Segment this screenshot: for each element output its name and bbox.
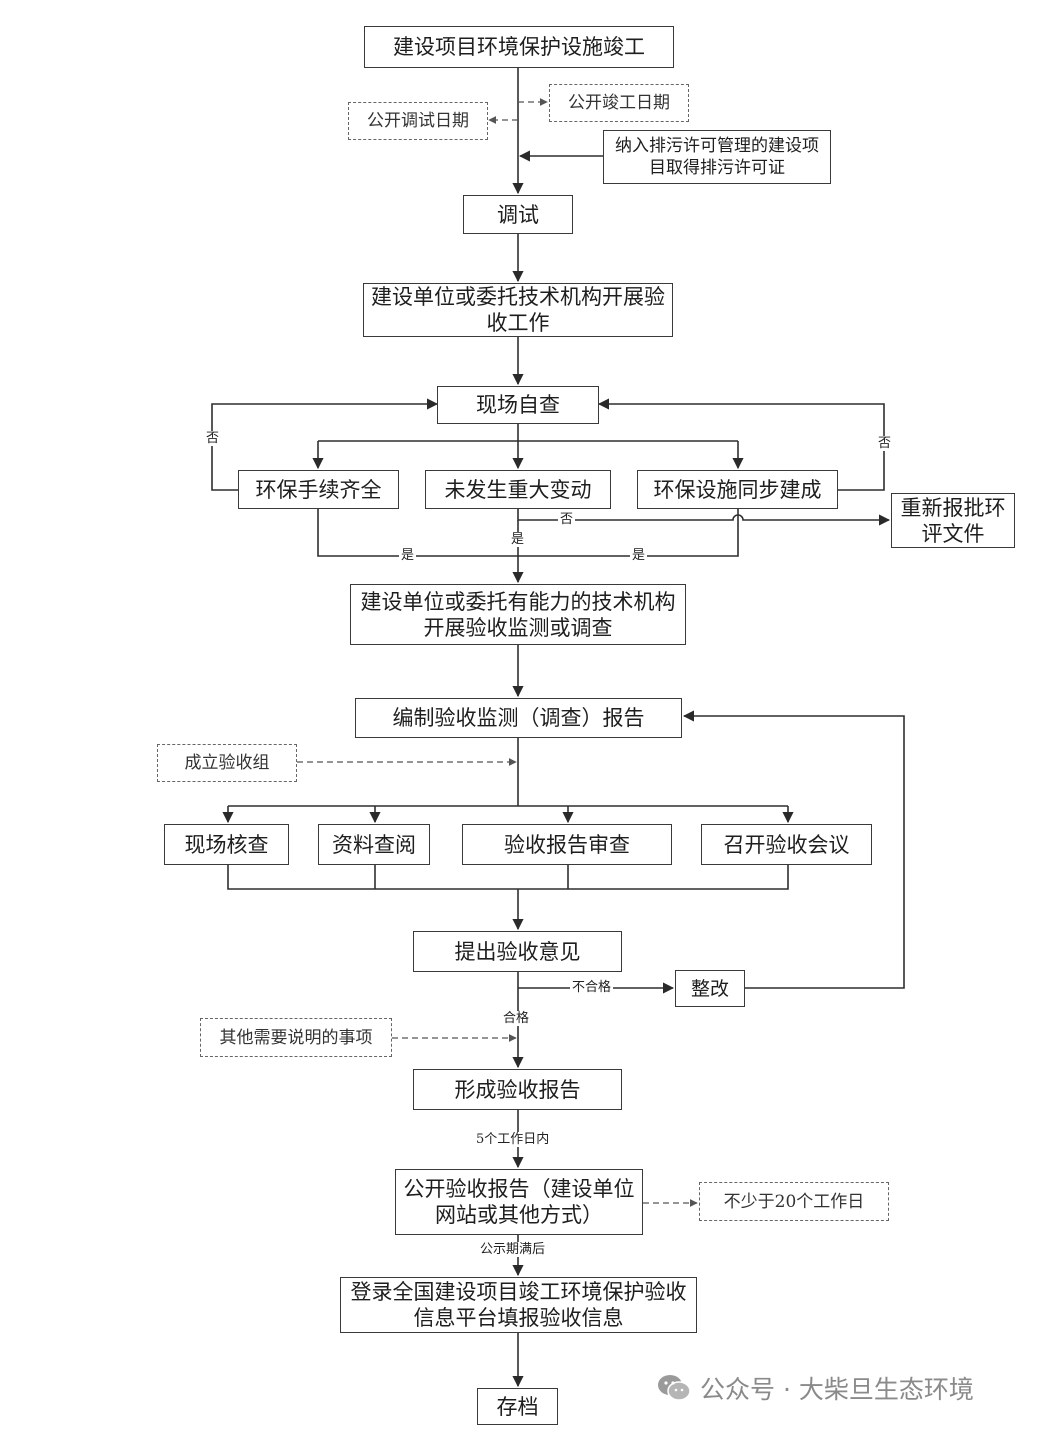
- min-days-node: 不少于20个工作日: [699, 1182, 889, 1221]
- acceptance-group-node: 成立验收组: [157, 744, 297, 782]
- self-check-node: 现场自查: [437, 386, 599, 424]
- edge-label-no-right: 否: [876, 436, 894, 451]
- edge-label-no-change: 否: [558, 512, 576, 527]
- publish-completion-date-node: 公开竣工日期: [549, 84, 689, 122]
- edge-label-yes-center: 是: [509, 532, 527, 547]
- resubmit-eia-node: 重新报批环评文件: [891, 493, 1015, 548]
- register-node: 登录全国建设项目竣工环境保护验收信息平台填报验收信息: [340, 1277, 697, 1333]
- publish-report-node: 公开验收报告（建设单位网站或其他方式）: [395, 1169, 643, 1235]
- carry-out-acceptance-node: 建设单位或委托技术机构开展验收工作: [363, 283, 673, 337]
- edge-label-qualified: 合格: [501, 1011, 532, 1026]
- report-review-node: 验收报告审查: [462, 824, 672, 865]
- compile-report-node: 编制验收监测（调查）报告: [355, 698, 682, 738]
- no-major-change-node: 未发生重大变动: [425, 470, 611, 509]
- edge-label-after-notice: 公示期满后: [478, 1242, 548, 1257]
- facilities-built-node: 环保设施同步建成: [637, 470, 838, 509]
- form-report-node: 形成验收报告: [413, 1069, 622, 1110]
- edge-label-no-left: 否: [204, 431, 222, 446]
- debug-node: 调试: [463, 195, 573, 234]
- opinions-node: 提出验收意见: [413, 931, 622, 972]
- edge-label-unqualified: 不合格: [570, 980, 614, 995]
- start-node: 建设项目环境保护设施竣工: [364, 26, 674, 68]
- procedures-complete-node: 环保手续齐全: [238, 470, 399, 509]
- edge-label-yes-left: 是: [399, 548, 417, 563]
- wechat-icon: [658, 1375, 691, 1401]
- watermark: 公众号 · 大柴旦生态环境: [656, 1370, 974, 1406]
- site-inspection-node: 现场核查: [164, 824, 289, 865]
- other-matters-node: 其他需要说明的事项: [200, 1018, 392, 1057]
- archive-node: 存档: [477, 1388, 558, 1425]
- publish-debug-date-node: 公开调试日期: [348, 102, 488, 140]
- document-review-node: 资料查阅: [318, 824, 430, 865]
- rectify-node: 整改: [675, 970, 745, 1007]
- convene-meeting-node: 召开验收会议: [701, 824, 872, 865]
- watermark-text: 公众号 · 大柴旦生态环境: [700, 1375, 974, 1404]
- monitoring-node: 建设单位或委托有能力的技术机构开展验收监测或调查: [350, 584, 686, 645]
- edge-label-yes-right: 是: [630, 548, 648, 563]
- edge-label-within-5-days: 5个工作日内: [474, 1132, 552, 1147]
- permit-node: 纳入排污许可管理的建设项目取得排污许可证: [603, 130, 831, 184]
